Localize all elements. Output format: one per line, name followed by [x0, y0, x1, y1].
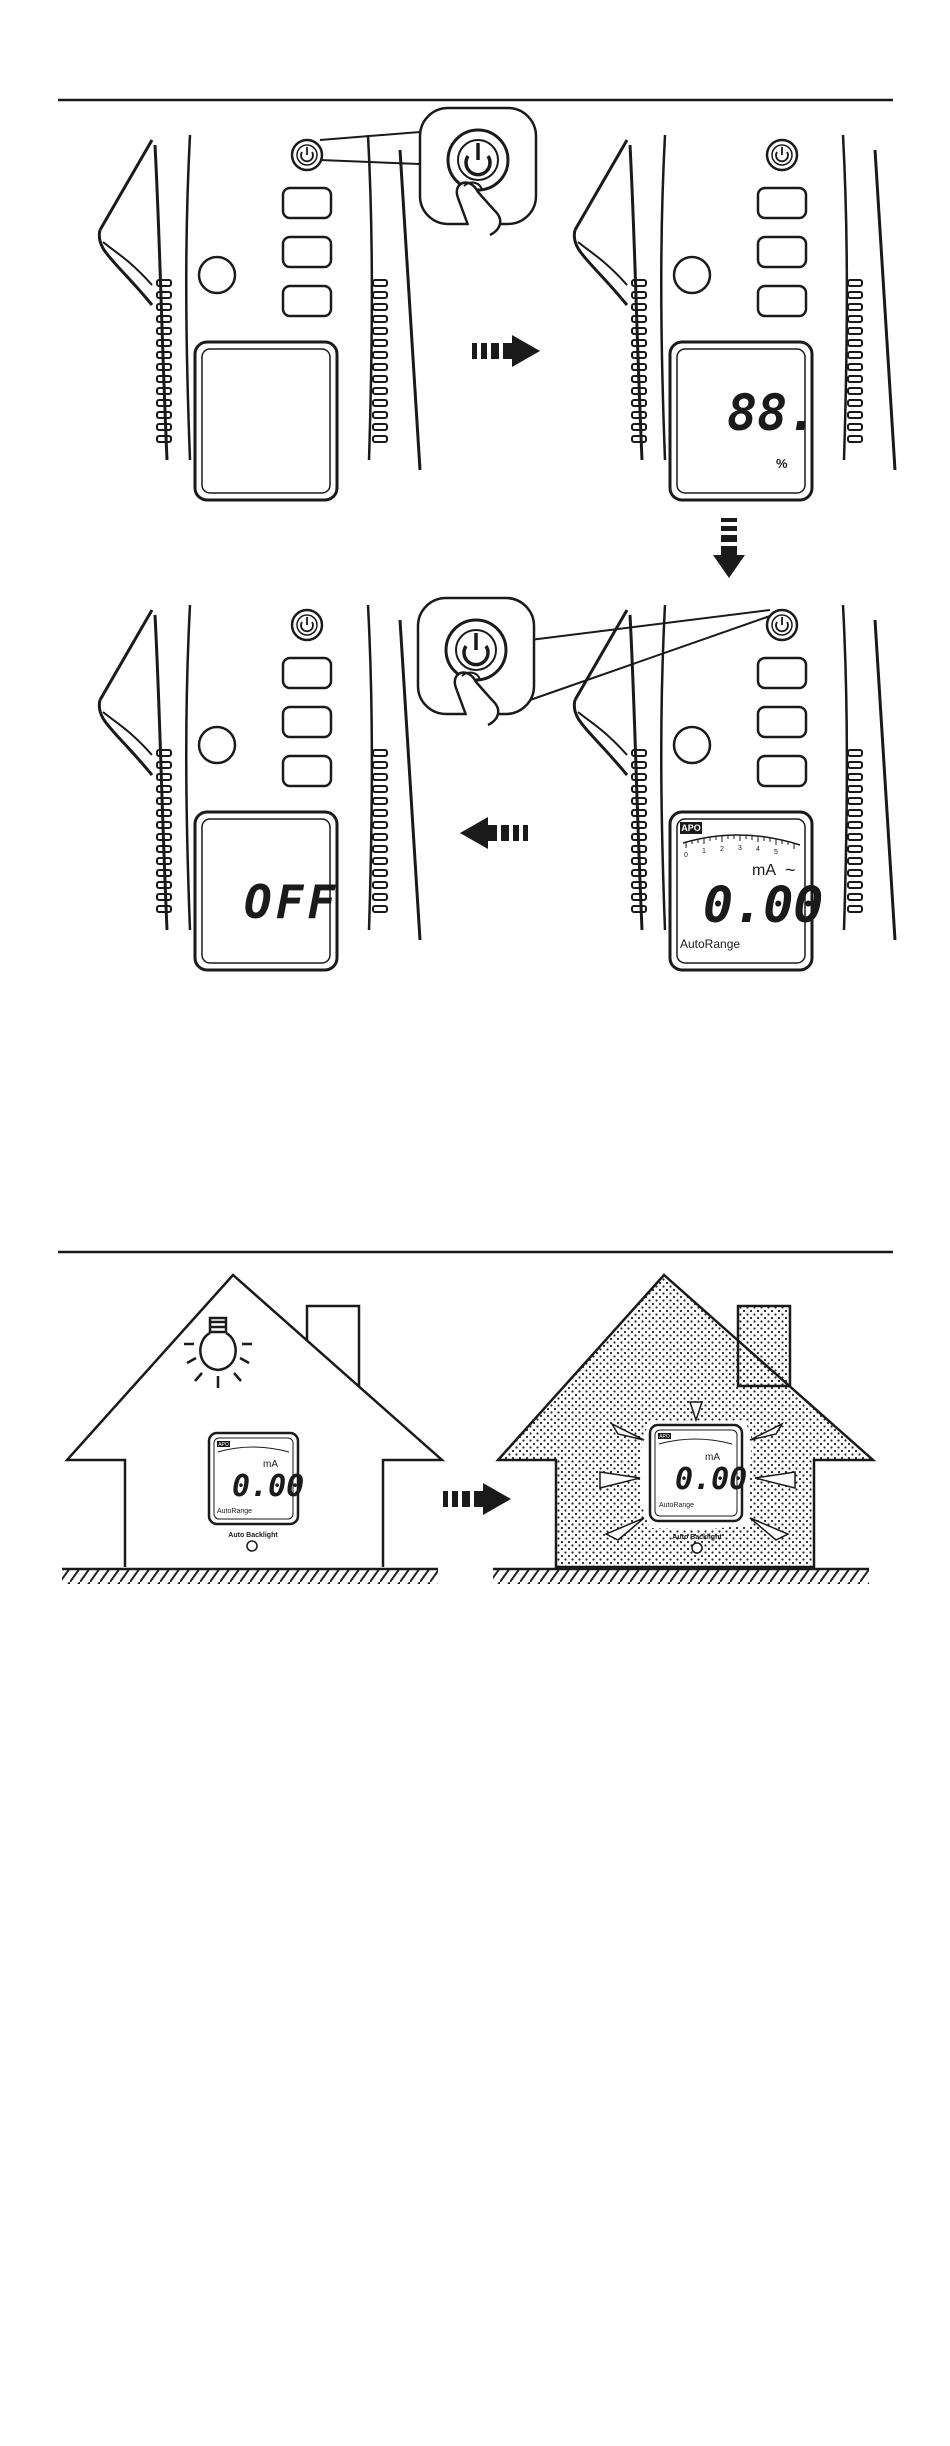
arrow-right-2: [443, 1483, 511, 1515]
light-sensor-icon: [247, 1541, 257, 1551]
callout-power-press-2: [418, 598, 770, 725]
panel-meter-blank: [99, 135, 420, 500]
display-segments-reading: 0.00: [675, 1462, 747, 1497]
autorange-indicator: AutoRange: [680, 937, 740, 951]
display-segments-reading: 0.00: [703, 876, 823, 934]
scale-label: 5: [774, 849, 778, 856]
scale-label: 2: [720, 846, 724, 853]
apo-badge-label: APO: [681, 823, 701, 833]
arrow-right-1: [472, 335, 540, 367]
autorange-indicator: AutoRange: [217, 1508, 252, 1515]
display-unit-percent: %: [776, 456, 788, 471]
autorange-indicator: AutoRange: [659, 1502, 694, 1509]
callout-power-press-1: [320, 108, 536, 235]
panel-meter-reading: APO 0 1 2 3 4 5 mA ~ 0.00 AutoRange: [574, 605, 895, 970]
light-sensor-icon: [692, 1543, 702, 1553]
arrow-down: [713, 518, 745, 578]
display-segments-off: OFF: [244, 875, 339, 929]
arrow-left: [460, 817, 528, 849]
scale-label: 0: [684, 852, 688, 859]
display-segments-reading: 0.00: [232, 1469, 304, 1504]
apo-badge-label: APO: [659, 1434, 670, 1440]
auto-backlight-label: Auto Backlight: [228, 1532, 278, 1539]
auto-backlight-label: Auto Backlight: [672, 1534, 722, 1541]
scale-label: 1: [702, 848, 706, 855]
apo-badge-label: APO: [218, 1442, 229, 1448]
panel-meter-off: OFF: [99, 605, 420, 970]
scale-label: 4: [756, 846, 760, 853]
panel-meter-on: 88. %: [574, 135, 895, 500]
display-segments-88: 88.: [727, 384, 817, 442]
scale-label: 3: [738, 845, 742, 852]
